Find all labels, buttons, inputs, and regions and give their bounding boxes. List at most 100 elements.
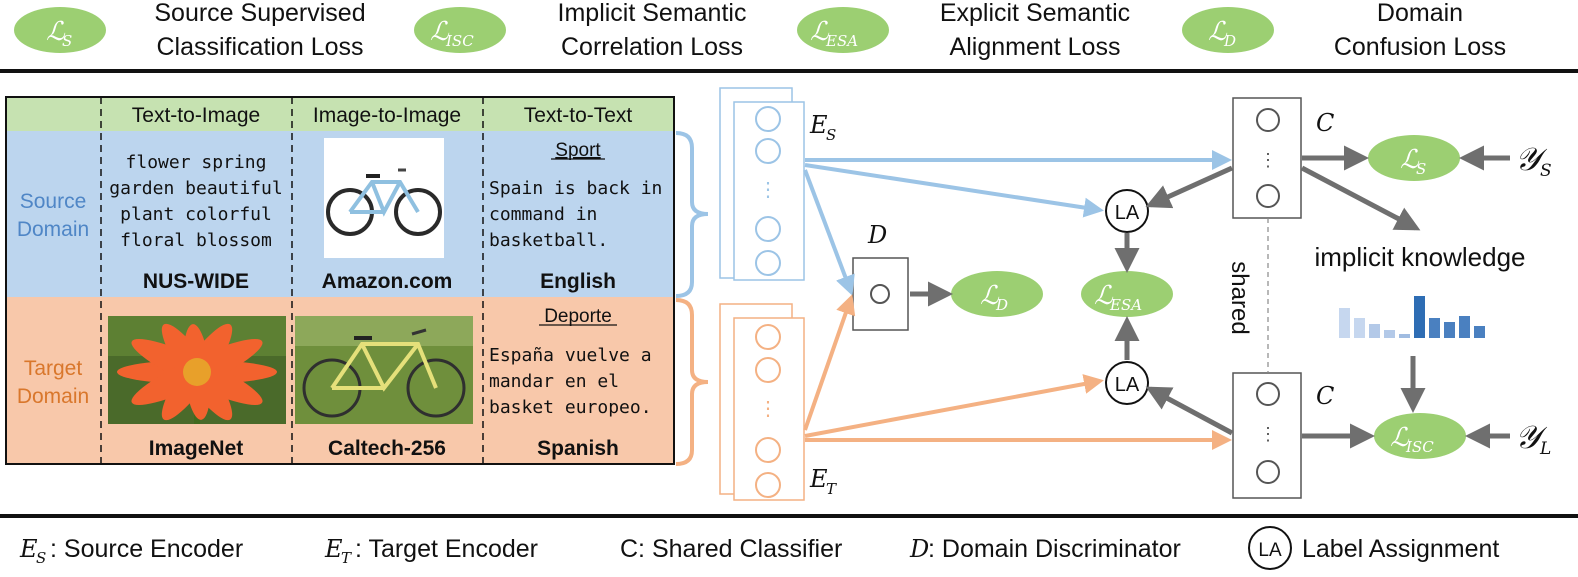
- loss-s-node-sub: S: [1416, 160, 1426, 178]
- loss-esa-symbol-legend: ℒ: [810, 17, 830, 47]
- arrow-classifier-to-la-top: [1145, 165, 1234, 209]
- legend-source-line2: Classification Loss: [156, 33, 363, 61]
- la-node-bottom: LA: [1105, 361, 1149, 405]
- y-l-sub: L: [1539, 439, 1551, 459]
- loss-d-node-sub: D: [995, 296, 1008, 314]
- legend-esa-line2: Alignment Loss: [950, 33, 1121, 61]
- dataset-english: English: [540, 270, 616, 293]
- loss-s-node: ℒ S: [1368, 135, 1460, 181]
- bottom-et-sub: T: [341, 549, 352, 567]
- arrow-source-to-discriminator: [803, 169, 855, 296]
- loss-d-symbol-legend: ℒ: [1208, 17, 1228, 47]
- tag-word-line: plant colorful: [120, 204, 272, 225]
- classifier-bottom-dots: ⋮: [1259, 424, 1277, 444]
- source-encoder-dots: ⋮: [758, 179, 778, 201]
- y-s-sub: S: [1540, 161, 1552, 181]
- legend-isc-line1: Implicit Semantic: [558, 0, 747, 27]
- loss-s-sub: S: [62, 32, 72, 50]
- dataset-spanish: Spanish: [537, 437, 619, 460]
- legend-esa-line1: Explicit Semantic: [940, 0, 1130, 27]
- target-domain-label-2: Domain: [17, 385, 89, 408]
- target-domain-label-1: Target: [24, 357, 83, 380]
- loss-d-ellipse-legend: [1182, 7, 1274, 53]
- bottom-la-circle: [1248, 526, 1292, 570]
- bottom-legend: E S : Source Encoder E T : Target Encode…: [19, 526, 1499, 570]
- la-node-top: LA: [1105, 189, 1149, 233]
- amazon-bicycle-image: [324, 138, 444, 258]
- tag-word-line: floral blossom: [120, 230, 272, 251]
- target-sport-line: España vuelve a: [489, 345, 652, 366]
- bottom-et-text: : Target Encoder: [355, 535, 538, 563]
- top-legend: ℒ S Source Supervised Classification Los…: [14, 0, 1506, 61]
- la-top-label: LA: [1115, 202, 1140, 224]
- loss-isc-sub: ISC: [445, 32, 474, 50]
- bottom-es-text: : Source Encoder: [50, 535, 243, 563]
- la-bottom-label: LA: [1115, 374, 1140, 396]
- loss-esa-node: ℒ ESA: [1081, 271, 1173, 317]
- classifier-bottom-label: C: [1316, 382, 1334, 410]
- source-domain-label-1: Source: [20, 190, 87, 213]
- source-sport-title: Sport: [555, 140, 601, 161]
- loss-isc-symbol: ℒ: [430, 17, 450, 47]
- source-sport-line: Spain is back in: [489, 178, 662, 199]
- classifier-bottom: ⋮ C: [1232, 372, 1334, 499]
- shared-label: shared: [1226, 261, 1253, 334]
- bottom-es-sub: S: [36, 549, 46, 567]
- source-encoder-sub: S: [826, 126, 836, 144]
- source-encoder-symbol: E: [809, 111, 828, 139]
- target-encoder-sub: T: [826, 480, 837, 498]
- bottom-d-symbol: D: [909, 535, 929, 563]
- caltech-bicycle-image: [295, 316, 473, 424]
- loss-isc-ellipse: [414, 7, 506, 53]
- arrow-classifier-to-implicit: [1300, 165, 1421, 231]
- domain-discriminator: D: [852, 221, 909, 331]
- loss-d-node: ℒ D: [951, 271, 1043, 317]
- loss-s-symbol: ℒ: [46, 17, 66, 47]
- legend-item-domain-loss: ℒ D Domain Confusion Loss: [1182, 0, 1506, 61]
- discriminator-label: D: [867, 221, 887, 249]
- source-tag-words: flower spring garden beautiful plant col…: [109, 152, 282, 251]
- loss-isc-node: ℒ ISC: [1374, 413, 1466, 459]
- knowledge-histogram: [1339, 296, 1485, 338]
- source-sport-line: basketball.: [489, 230, 608, 251]
- loss-s-ellipse: [14, 7, 106, 53]
- arrows: [803, 145, 1510, 450]
- loss-esa-node-symbol: ℒ: [1094, 281, 1114, 311]
- header-text-to-text: Text-to-Text: [524, 104, 633, 127]
- arrow-target-to-discriminator: [803, 294, 856, 431]
- dataset-amazon: Amazon.com: [322, 270, 453, 293]
- legend-domain-line2: Confusion Loss: [1334, 33, 1506, 61]
- implicit-knowledge-label: implicit knowledge: [1315, 242, 1526, 272]
- loss-isc-node-sub: ISC: [1405, 438, 1434, 456]
- imagenet-flower-image: [108, 316, 286, 424]
- table-border: [5, 96, 675, 465]
- legend-source-line1: Source Supervised: [154, 0, 365, 27]
- tag-word-line: garden beautiful: [109, 178, 282, 199]
- source-domain-label-2: Domain: [17, 218, 89, 241]
- source-brace: [675, 131, 709, 298]
- bottom-c-text: C: Shared Classifier: [620, 535, 842, 563]
- loss-esa-sub-legend: ESA: [825, 32, 858, 50]
- target-encoder: ⋮ E T: [719, 303, 837, 501]
- target-sport-line: basket europeo.: [489, 397, 652, 418]
- classifier-top-dots: ⋮: [1259, 150, 1277, 170]
- dataset-caltech: Caltech-256: [328, 437, 446, 460]
- loss-esa-ellipse-legend: [797, 7, 889, 53]
- arrow-source-to-la: [804, 163, 1104, 218]
- loss-d-node-symbol: ℒ: [980, 281, 1000, 311]
- target-encoder-symbol: E: [809, 465, 828, 493]
- source-encoder: ⋮ E S: [719, 87, 836, 281]
- dataset-imagenet: ImageNet: [149, 437, 244, 460]
- arrow-target-to-la: [804, 374, 1104, 438]
- header-image-to-image: Image-to-Image: [313, 104, 461, 127]
- target-brace: [675, 298, 709, 466]
- target-sport-title: Deporte: [544, 306, 612, 327]
- bottom-es-symbol: E: [19, 535, 38, 563]
- domain-table: Text-to-Image Image-to-Image Text-to-Tex…: [5, 96, 675, 465]
- legend-isc-line2: Correlation Loss: [561, 33, 743, 61]
- source-sport-line: command in: [489, 204, 597, 225]
- label-y-l: 𝒴 L: [1515, 418, 1551, 459]
- loss-d-sub-legend: D: [1223, 32, 1236, 50]
- tag-word-line: flower spring: [126, 152, 267, 173]
- dataset-nus-wide: NUS-WIDE: [143, 270, 249, 293]
